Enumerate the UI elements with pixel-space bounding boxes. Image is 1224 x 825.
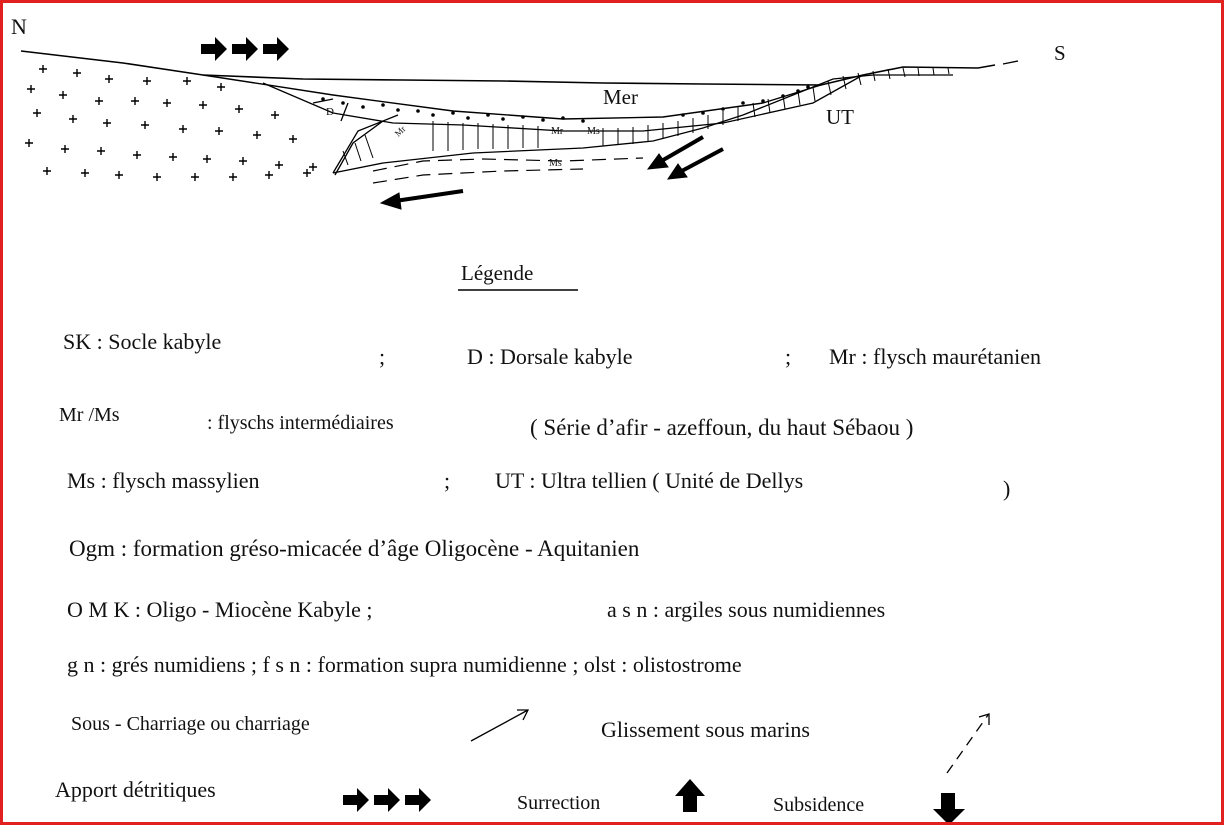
legend-row-6: g n : grés numidiens ; f s n : formation… bbox=[67, 654, 742, 676]
ms-dashes-2 bbox=[373, 169, 583, 183]
legend-row-5-a: O M K : Oligo - Miocène Kabyle ; bbox=[67, 599, 373, 621]
south-label: S bbox=[1054, 43, 1066, 64]
flysch-inner bbox=[335, 121, 383, 175]
subsidence-arrow-icon bbox=[933, 793, 965, 825]
flysch-left bbox=[333, 115, 398, 173]
legend-row-3-a: Ms : flysch massylien bbox=[67, 470, 260, 492]
legend-row-2-a: Mr /Ms bbox=[59, 405, 120, 425]
glissement-arrow-icon bbox=[947, 714, 989, 773]
north-label: N bbox=[11, 16, 27, 38]
legend-row-3-d: ) bbox=[1003, 478, 1010, 500]
basement-crosses bbox=[25, 65, 317, 181]
mr-ms-label-ms: Ms bbox=[587, 127, 600, 137]
mr-ms-label-mr: Mr bbox=[551, 127, 563, 137]
legend-row-1-e: Mr : flysch maurétanien bbox=[829, 346, 1041, 368]
sea-label: Mer bbox=[603, 87, 638, 108]
legend-row-3-b: ; bbox=[444, 470, 450, 492]
legend-glissement: Glissement sous marins bbox=[601, 719, 810, 741]
legend-surrection: Surrection bbox=[517, 793, 600, 813]
surrection-arrow-icon bbox=[675, 779, 705, 812]
ms-label: Ms bbox=[549, 159, 562, 169]
legend-row-1-b: ; bbox=[379, 346, 385, 368]
legend-row-2-c: ( Série d’afir - azeffoun, du haut Sébao… bbox=[530, 416, 913, 439]
horizon-dashes bbox=[978, 61, 1018, 68]
legend-row-3-c: UT : Ultra tellien ( Unité de Dellys bbox=[495, 470, 803, 492]
legend-apport: Apport détritiques bbox=[55, 779, 216, 801]
ut-label: UT bbox=[826, 107, 854, 128]
legend-row-1-d: ; bbox=[785, 346, 791, 368]
legend-row-2-b: : flyschs intermédiaires bbox=[207, 413, 394, 433]
legend-subsidence: Subsidence bbox=[773, 795, 864, 815]
cross-section bbox=[3, 3, 1224, 825]
surface-line bbox=[21, 51, 978, 85]
detrital-arrows bbox=[201, 37, 289, 61]
legend-row-4: Ogm : formation gréso-micacée d’âge Olig… bbox=[69, 537, 639, 560]
legend-row-1-c: D : Dorsale kabyle bbox=[467, 346, 633, 368]
d-label: D bbox=[326, 107, 334, 118]
slide-arrows bbox=[381, 137, 723, 209]
legend-row-1-a: SK : Socle kabyle bbox=[63, 331, 221, 353]
charriage-arrow-icon bbox=[471, 710, 528, 741]
apport-arrows-icon bbox=[343, 788, 431, 812]
legend-title: Légende bbox=[461, 263, 533, 284]
legend-row-5-b: a s n : argiles sous numidiennes bbox=[607, 599, 885, 621]
legend-charriage: Sous - Charriage ou charriage bbox=[71, 714, 310, 734]
